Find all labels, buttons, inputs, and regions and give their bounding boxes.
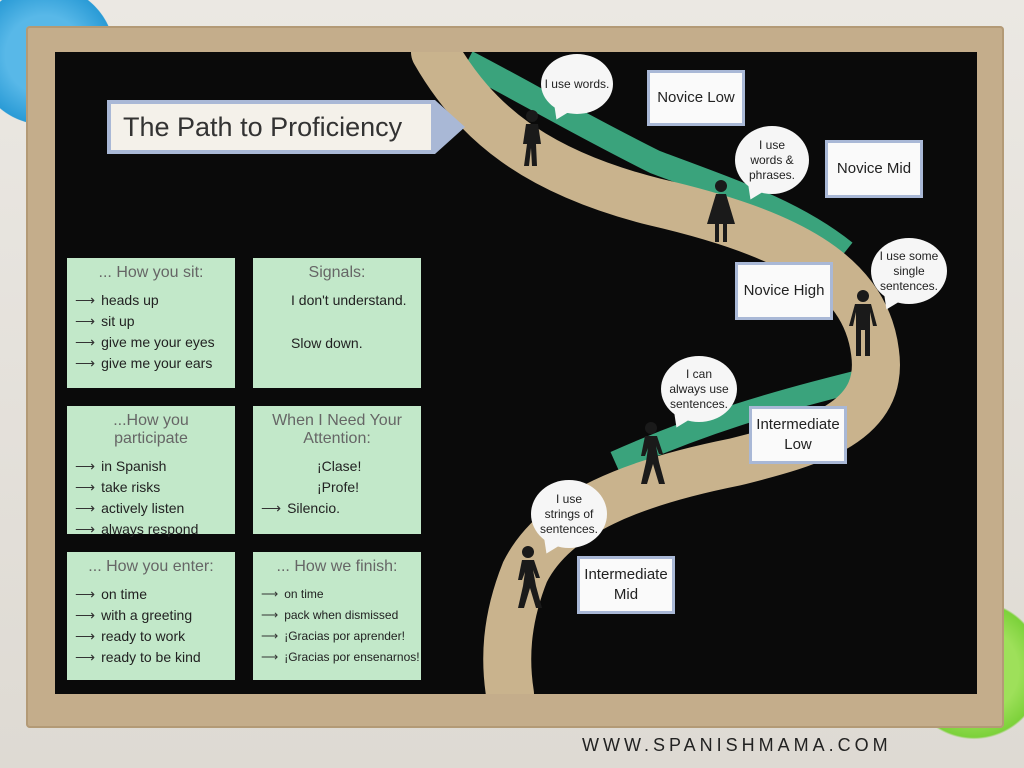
list-item: ⟶actively listen [75, 500, 185, 516]
level-novice-mid: Novice Mid [825, 140, 923, 198]
list-item: ⟶¡Gracias por ensenarnos! [261, 650, 420, 664]
list-item: ⟶in Spanish [75, 458, 167, 474]
arrow-icon: ⟶ [75, 586, 96, 602]
grass-band [461, 52, 853, 262]
card-how-you-participate: ...How you participate ⟶in Spanish ⟶take… [67, 406, 235, 537]
website-watermark: WWW.SPANISHMAMA.COM [582, 735, 892, 755]
card-how-you-enter: ... How you enter: ⟶on time ⟶with a gree… [67, 552, 235, 680]
list-item: ⟶with a greeting [75, 607, 193, 623]
speech-bubble: I use words. [541, 54, 613, 114]
list-item: ¡Profe! [317, 479, 360, 495]
arrow-icon: ⟶ [75, 458, 96, 474]
person-icon [641, 422, 665, 484]
speech-bubble: I use strings of sentences. [531, 480, 607, 548]
list-item: ⟶give me your ears [75, 355, 213, 371]
list-item: ¡Clase! [317, 458, 362, 474]
list-item: ⟶take risks [75, 479, 161, 495]
card-attention: When I Need Your Attention: ¡Clase! ¡Pro… [253, 406, 421, 534]
list-item: ⟶give me your eyes [75, 334, 215, 350]
arrow-icon: ⟶ [75, 628, 96, 644]
speech-bubble: I use words & phrases. [735, 126, 809, 194]
arrow-icon: ⟶ [261, 650, 279, 664]
list-item: Slow down. [291, 335, 363, 351]
person-icon [518, 546, 542, 608]
card-how-we-finish: ... How we finish: ⟶on time ⟶pack when d… [253, 552, 421, 680]
arrow-icon: ⟶ [261, 629, 279, 643]
arrow-icon: ⟶ [75, 292, 96, 308]
arrow-icon: ⟶ [75, 500, 96, 516]
arrow-icon: ⟶ [75, 313, 96, 329]
board-title-text: The Path to Proficiency [123, 111, 403, 142]
list-item: ⟶always respond [75, 521, 199, 537]
list-item: ⟶heads up [75, 292, 159, 308]
person-icon [849, 290, 877, 356]
card-how-you-sit: ... How you sit: ⟶heads up ⟶sit up ⟶give… [67, 258, 235, 388]
card-heading: When I Need Your Attention: [272, 412, 402, 447]
bulletin-board: The Path to Proficiency ... How you sit:… [55, 52, 977, 694]
card-heading: ... How we finish: [276, 558, 398, 575]
card-heading: ... How you enter: [88, 558, 214, 575]
card-signals: Signals: I don't understand. Slow down. [253, 258, 421, 388]
list-item: ⟶on time [261, 587, 324, 601]
level-intermediate-mid: Intermediate Mid [577, 556, 675, 614]
person-icon [523, 110, 541, 166]
arrow-icon: ⟶ [261, 587, 279, 601]
arrow-icon: ⟶ [261, 608, 279, 622]
speech-bubble: I can always use sentences. [661, 356, 737, 422]
list-item: ⟶sit up [75, 313, 135, 329]
level-novice-high: Novice High [735, 262, 833, 320]
arrow-icon: ⟶ [261, 500, 282, 516]
arrow-icon: ⟶ [75, 334, 96, 350]
list-item: I don't understand. [291, 292, 407, 308]
person-icon [707, 180, 735, 242]
arrow-icon: ⟶ [75, 607, 96, 623]
arrow-icon: ⟶ [75, 521, 96, 537]
level-novice-low: Novice Low [647, 70, 745, 126]
level-intermediate-low: Intermediate Low [749, 406, 847, 464]
arrow-icon: ⟶ [75, 649, 96, 665]
list-item: ⟶ready to be kind [75, 649, 201, 665]
title-arrow [435, 100, 465, 154]
list-item: ⟶¡Gracias por aprender! [261, 629, 405, 643]
list-item: ⟶Silencio. [261, 500, 340, 516]
board-title: The Path to Proficiency [107, 100, 435, 154]
list-item: ⟶ready to work [75, 628, 186, 644]
card-heading: ... How you sit: [98, 264, 204, 281]
arrow-icon: ⟶ [75, 355, 96, 371]
speech-bubble: I use some single sentences. [871, 238, 947, 304]
card-heading: ...How you participate [113, 412, 189, 447]
list-item: ⟶on time [75, 586, 147, 602]
list-item: ⟶pack when dismissed [261, 608, 399, 622]
card-heading: Signals: [308, 264, 366, 281]
arrow-icon: ⟶ [75, 479, 96, 495]
